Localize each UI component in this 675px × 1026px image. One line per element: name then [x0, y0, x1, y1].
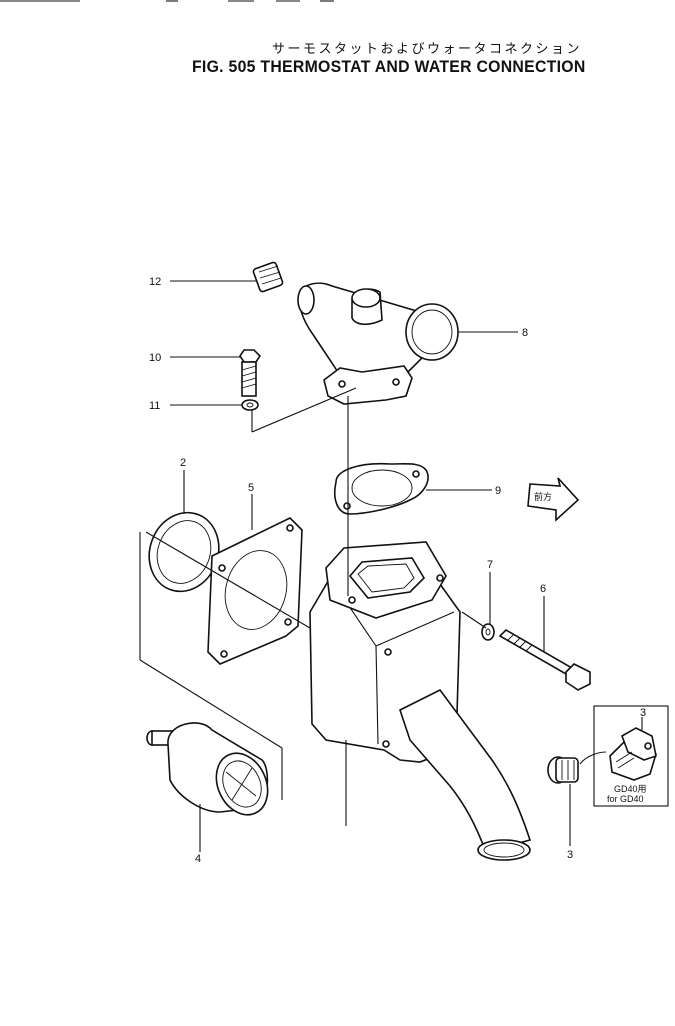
part-plug-12 [252, 261, 284, 293]
inset-label-en: for GD40 [607, 794, 644, 804]
front-direction-arrow [527, 477, 580, 522]
inset-label-jp: GD40用 [614, 784, 647, 794]
callout-9: 9 [495, 485, 501, 497]
part-gasket-5 [207, 517, 303, 665]
callout-3-inset: 3 [640, 707, 646, 719]
part-thermostat-housing [309, 541, 532, 861]
figure-title: FIG. 505 THERMOSTAT AND WATER CONNECTION [192, 57, 586, 76]
part-washer-11 [241, 399, 259, 411]
part-bolt-6 [498, 629, 591, 691]
callout-3: 3 [567, 849, 573, 861]
callout-8: 8 [522, 327, 528, 339]
part-bolt-10 [239, 349, 262, 397]
assembly-reference-lines [139, 387, 607, 826]
part-gasket-9 [334, 462, 429, 515]
callout-leaders [170, 280, 643, 852]
callout-2: 2 [180, 457, 186, 469]
callout-12: 12 [149, 276, 161, 288]
callout-6: 6 [540, 583, 546, 595]
callout-7: 7 [487, 559, 493, 571]
callout-4: 4 [195, 853, 201, 865]
callout-5: 5 [248, 482, 254, 494]
part-washer-7 [481, 623, 495, 641]
part-thermostat-4 [146, 722, 269, 816]
figure-title-japanese: サーモスタットおよびウォータコネクション [272, 42, 583, 57]
part-water-outlet-8 [297, 282, 459, 405]
callout-11: 11 [149, 400, 160, 412]
part-plug-3 [547, 756, 579, 784]
inset-gd40-fitting [593, 705, 669, 807]
front-direction-label: 前方 [534, 491, 552, 502]
callout-10: 10 [149, 352, 161, 364]
